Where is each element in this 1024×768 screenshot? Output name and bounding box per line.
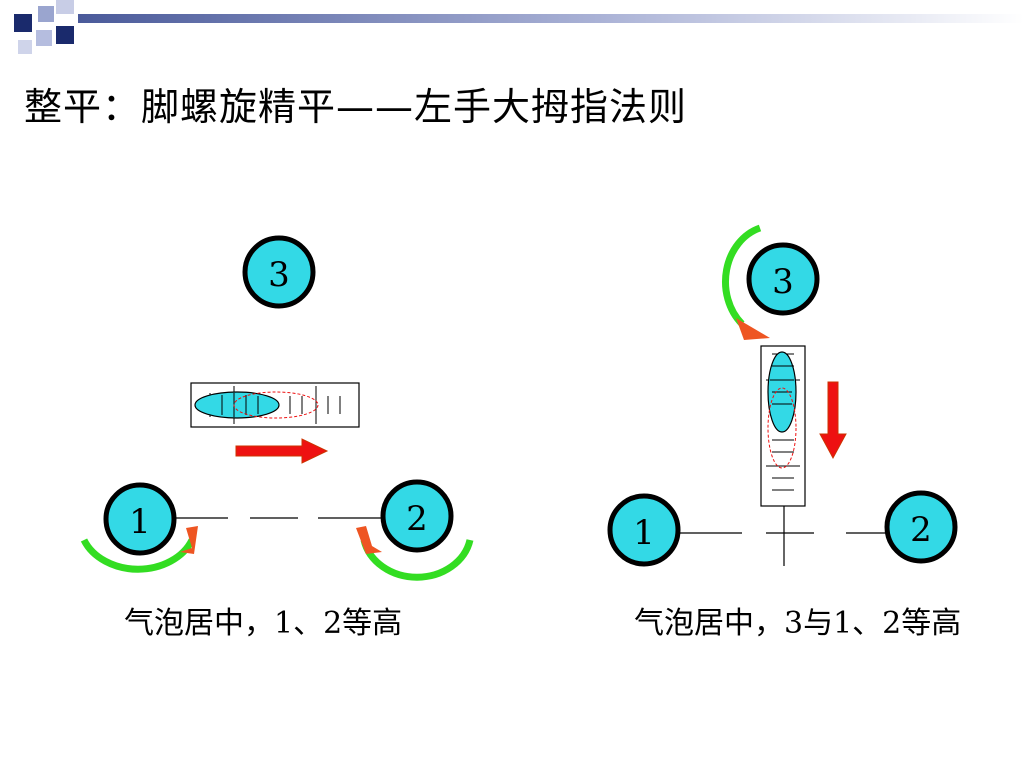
screw-label: 2 — [406, 499, 428, 539]
slide-title: 整平：脚螺旋精平——左手大拇指法则 — [24, 85, 688, 129]
corner-square — [56, 26, 74, 44]
corner-decoration — [14, 0, 1024, 54]
screw-label: 1 — [129, 502, 151, 542]
screw-label: 3 — [772, 262, 794, 302]
corner-square — [38, 6, 54, 22]
rotation-arc-icon — [80, 538, 196, 573]
right-panel: 3 1 2 — [607, 224, 958, 567]
right-level-vial — [760, 345, 806, 507]
corner-square — [14, 14, 32, 32]
corner-square — [56, 0, 74, 14]
screw-1-icon: 1 — [607, 493, 681, 567]
rotation-arrow-head-icon — [356, 526, 382, 554]
bubble-target-icon — [767, 387, 797, 469]
screw-1-icon: 1 — [103, 482, 177, 556]
screw-2-icon: 2 — [884, 490, 958, 564]
screw-label: 2 — [910, 510, 932, 550]
move-right-arrow-icon — [235, 438, 329, 464]
corner-square — [18, 40, 32, 54]
move-down-arrow-icon — [819, 381, 847, 460]
right-baseline — [680, 506, 888, 566]
left-panel: 3 1 2 — [80, 235, 474, 581]
screw-label: 1 — [633, 513, 655, 553]
right-caption: 气泡居中，3与1、2等高 — [634, 606, 962, 641]
rotation-arc-icon — [360, 539, 474, 581]
rotation-arrow-head-icon — [180, 526, 198, 554]
screw-label: 3 — [268, 255, 290, 295]
screw-3-icon: 3 — [746, 242, 820, 316]
header-gradient-bar — [78, 14, 1024, 23]
rotation-arc-icon — [721, 224, 762, 327]
screw-2-icon: 2 — [380, 479, 454, 553]
bubble-target-icon — [233, 391, 319, 419]
corner-square — [36, 30, 52, 46]
bubble-icon — [194, 391, 280, 419]
left-caption: 气泡居中，1、2等高 — [124, 606, 403, 641]
left-level-vial — [190, 382, 360, 428]
screw-3-icon: 3 — [242, 235, 316, 309]
rotation-arrow-head-icon — [736, 318, 770, 340]
